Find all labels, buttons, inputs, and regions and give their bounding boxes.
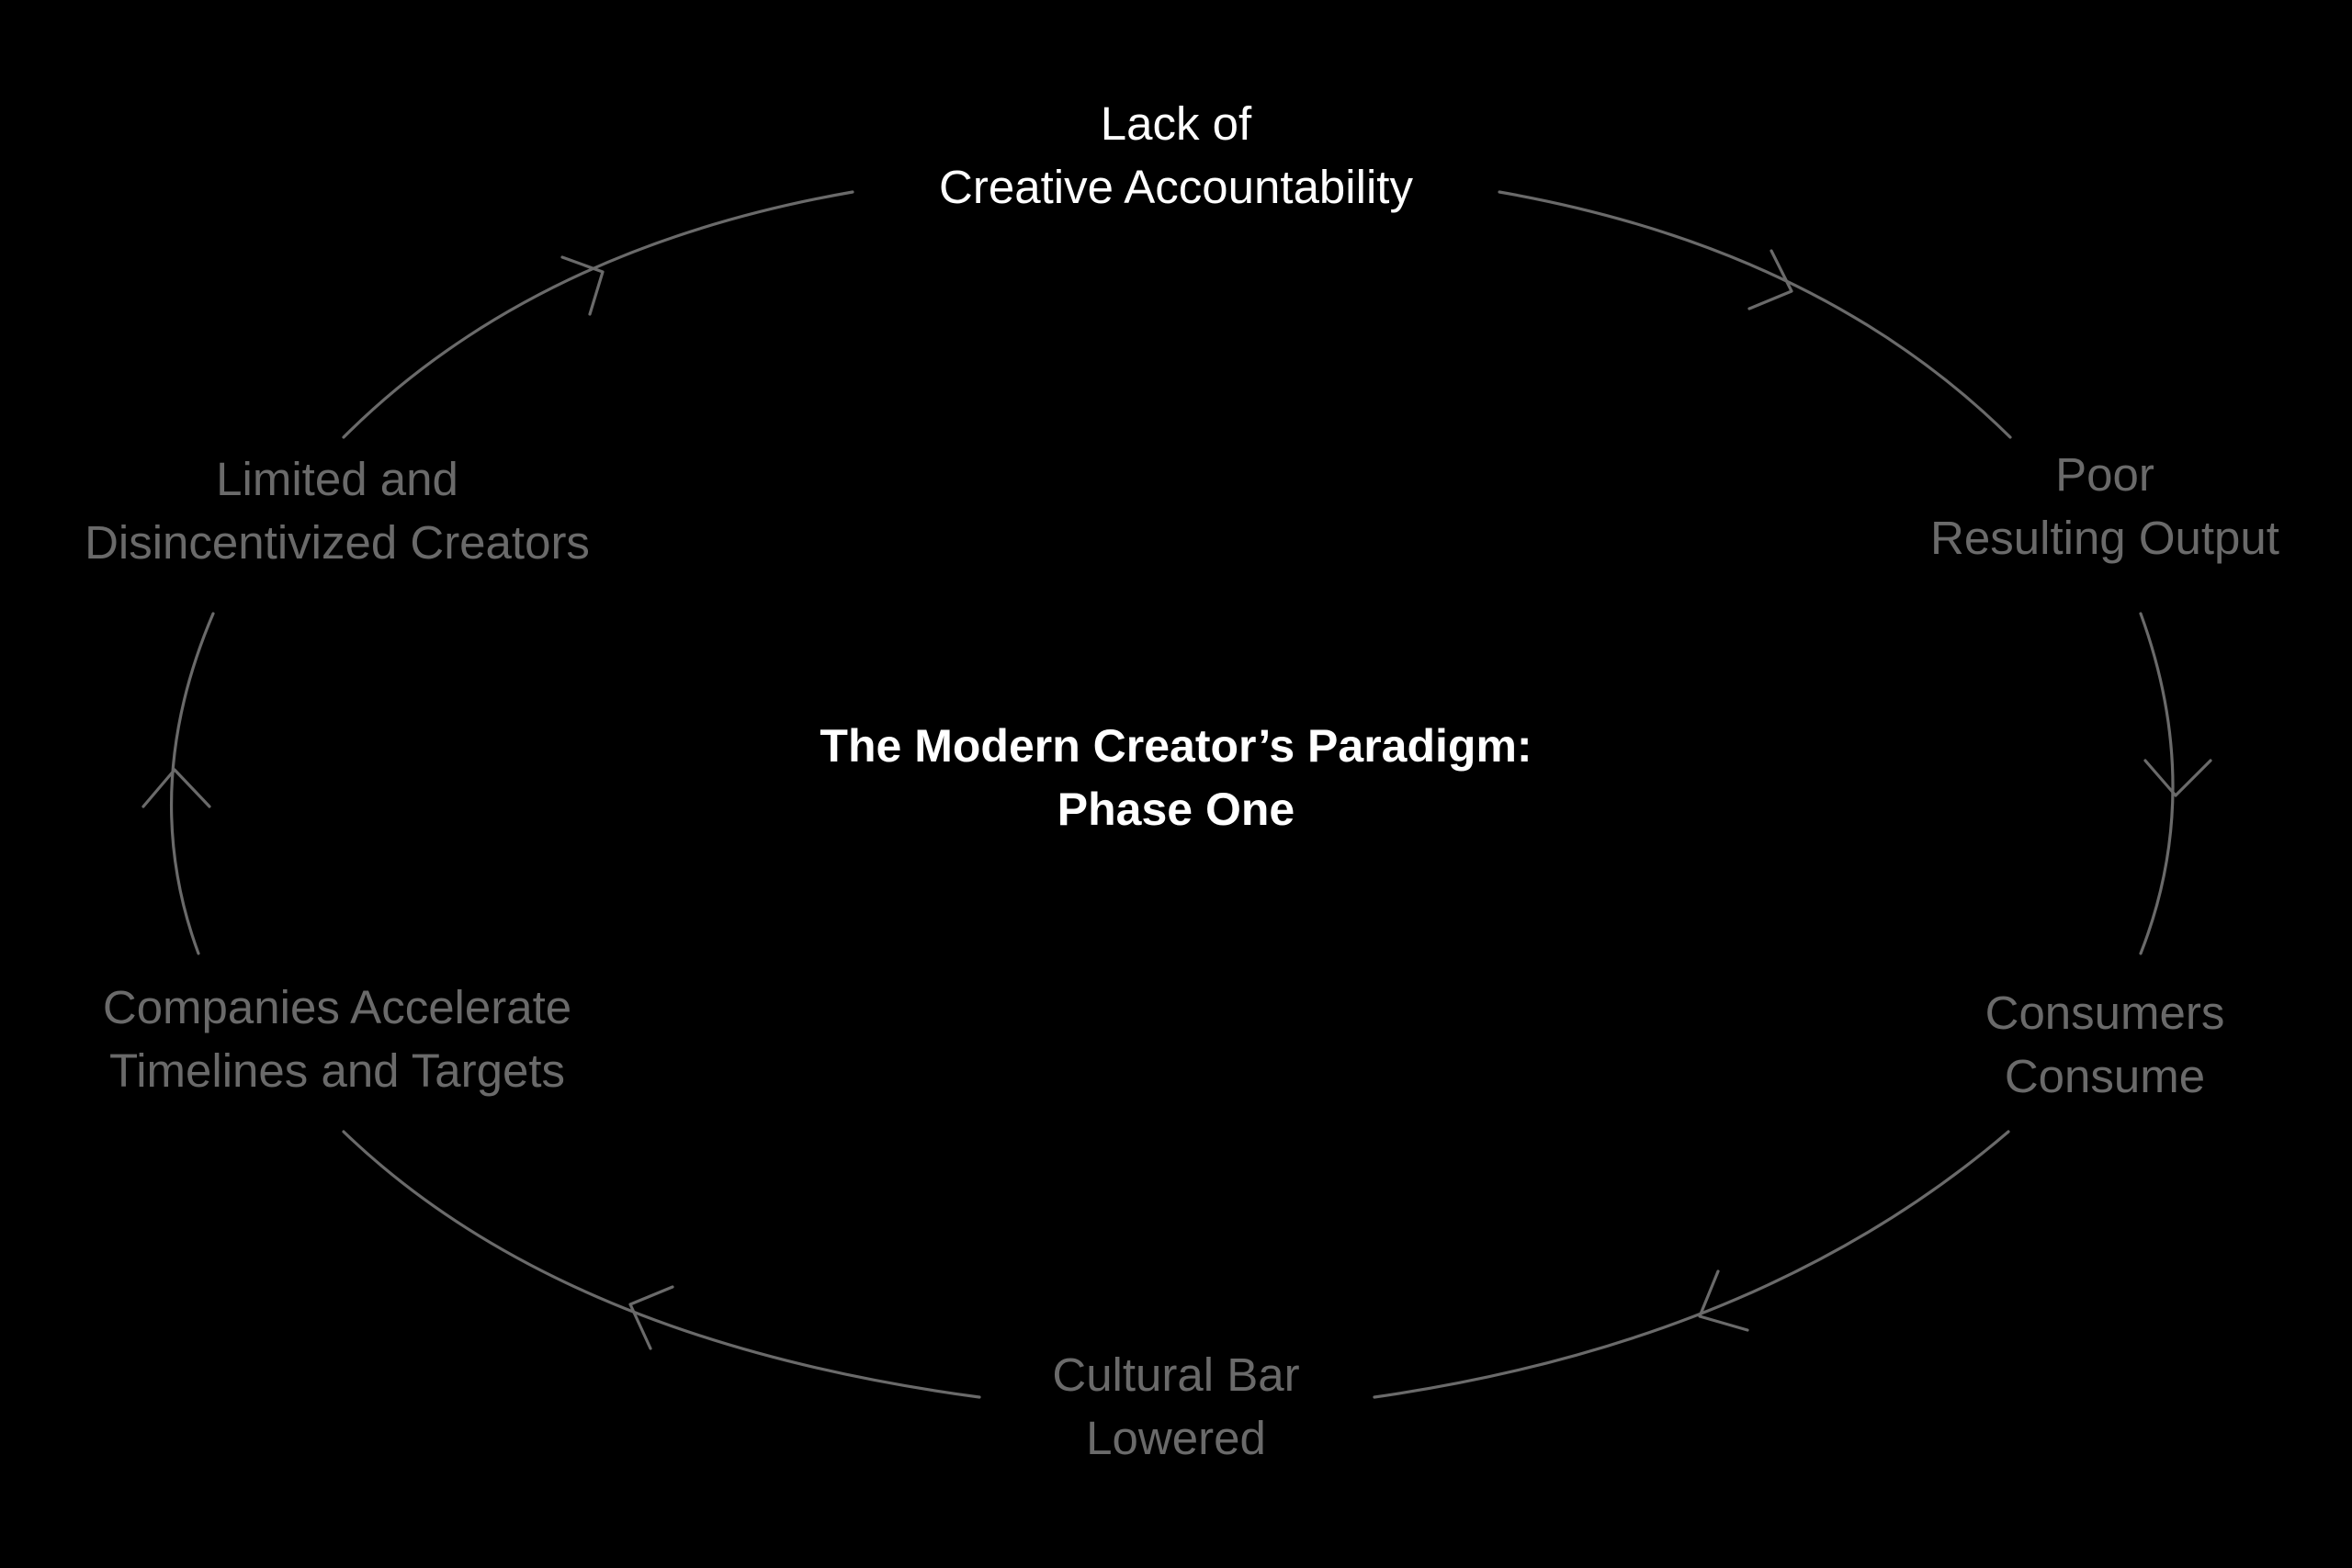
arrowhead-bottom-left bbox=[628, 1285, 674, 1350]
arc-left bbox=[169, 612, 215, 955]
node-line-2: Consume bbox=[2004, 1050, 2206, 1102]
arrowhead-top-left bbox=[560, 255, 605, 316]
node-lack-of-creative-accountability: Lack of Creative Accountability bbox=[939, 92, 1413, 219]
node-line-2: Lowered bbox=[1086, 1412, 1266, 1464]
cycle-connectors bbox=[169, 190, 2175, 1399]
node-line-2: Disincentivized Creators bbox=[85, 516, 590, 569]
arc-top-left bbox=[342, 190, 854, 439]
node-line-1: Cultural Bar bbox=[1052, 1348, 1300, 1401]
arc-bottom-right bbox=[1373, 1130, 2010, 1399]
arrowhead-bottom-right bbox=[1698, 1269, 1749, 1332]
node-line-1: Poor bbox=[2055, 448, 2154, 501]
node-line-1: Lack of bbox=[1100, 97, 1252, 150]
node-line-2: Creative Accountability bbox=[939, 161, 1413, 213]
node-line-2: Timelines and Targets bbox=[108, 1044, 566, 1097]
arrowhead-left bbox=[141, 768, 211, 808]
flow-arrowheads bbox=[141, 249, 2212, 1350]
node-companies-accelerate: Companies Accelerate Timelines and Targe… bbox=[103, 976, 571, 1102]
diagram-title-line-2: Phase One bbox=[1057, 784, 1295, 835]
arrowhead-right bbox=[2143, 759, 2212, 797]
diagram-title-line-1: The Modern Creator’s Paradigm: bbox=[820, 720, 1532, 772]
arc-bottom-left bbox=[342, 1130, 981, 1399]
arc-top-right bbox=[1498, 190, 2012, 439]
arc-right bbox=[2139, 612, 2175, 955]
node-limited-creators: Limited and Disincentivized Creators bbox=[85, 447, 590, 574]
diagram-title: The Modern Creator’s Paradigm: Phase One bbox=[820, 715, 1532, 841]
node-poor-resulting-output: Poor Resulting Output bbox=[1930, 443, 2279, 570]
node-line-2: Resulting Output bbox=[1930, 512, 2279, 564]
arrowhead-top-right bbox=[1747, 249, 1793, 310]
node-line-1: Consumers bbox=[1984, 987, 2225, 1039]
node-line-1: Limited and bbox=[216, 453, 458, 505]
node-consumers-consume: Consumers Consume bbox=[1985, 981, 2225, 1108]
node-line-1: Companies Accelerate bbox=[102, 981, 572, 1033]
node-cultural-bar-lowered: Cultural Bar Lowered bbox=[1052, 1343, 1299, 1470]
